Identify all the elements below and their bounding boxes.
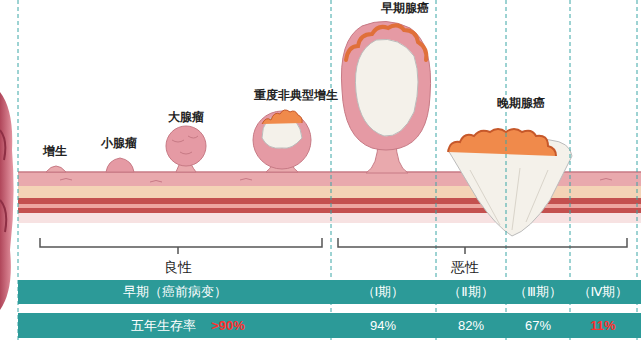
table-cell: 67% (525, 318, 551, 334)
group-label: 恶性 (451, 259, 479, 276)
malignant-bracket (338, 238, 627, 254)
table-cell: 11% (590, 318, 615, 334)
stage-label: 小腺瘤 (101, 136, 137, 150)
large-adenoma (166, 126, 206, 172)
stage-label: 晚期腺癌 (497, 96, 545, 110)
table-cell: 82% (458, 318, 484, 334)
stage-label: 重度非典型增生 (254, 88, 338, 102)
stage-label: 大腺瘤 (168, 110, 204, 124)
group-label: 良性 (164, 259, 192, 276)
benign-bracket (40, 238, 322, 254)
small-adenoma (106, 158, 134, 172)
table-cell: （Ⅱ期） (448, 284, 493, 300)
stage-label: 早期腺癌 (381, 1, 429, 15)
table-band: 五年生存率 >90% 94% 82% 67% 11% (18, 313, 641, 338)
row-heading: 五年生存率 (131, 318, 196, 334)
table-cell: >90% (211, 318, 245, 334)
late-cancer (448, 129, 572, 236)
hyperplasia-bump (46, 166, 66, 172)
colon-fold (0, 130, 6, 232)
table-cell: （Ⅳ期） (578, 284, 629, 300)
table-cell: （Ⅲ期） (514, 284, 562, 300)
table-cell: （Ⅰ期） (362, 284, 405, 300)
table-band: 早期（癌前病变） （Ⅰ期） （Ⅱ期） （Ⅲ期） （Ⅳ期） (18, 280, 641, 304)
colon-photo (0, 92, 14, 310)
dysplasia-polyp (253, 110, 311, 172)
row-heading: 早期（癌前病变） (123, 284, 227, 300)
stage-label: 增生 (43, 144, 67, 158)
early-cancer (341, 21, 430, 173)
table-cell: 94% (370, 318, 396, 334)
